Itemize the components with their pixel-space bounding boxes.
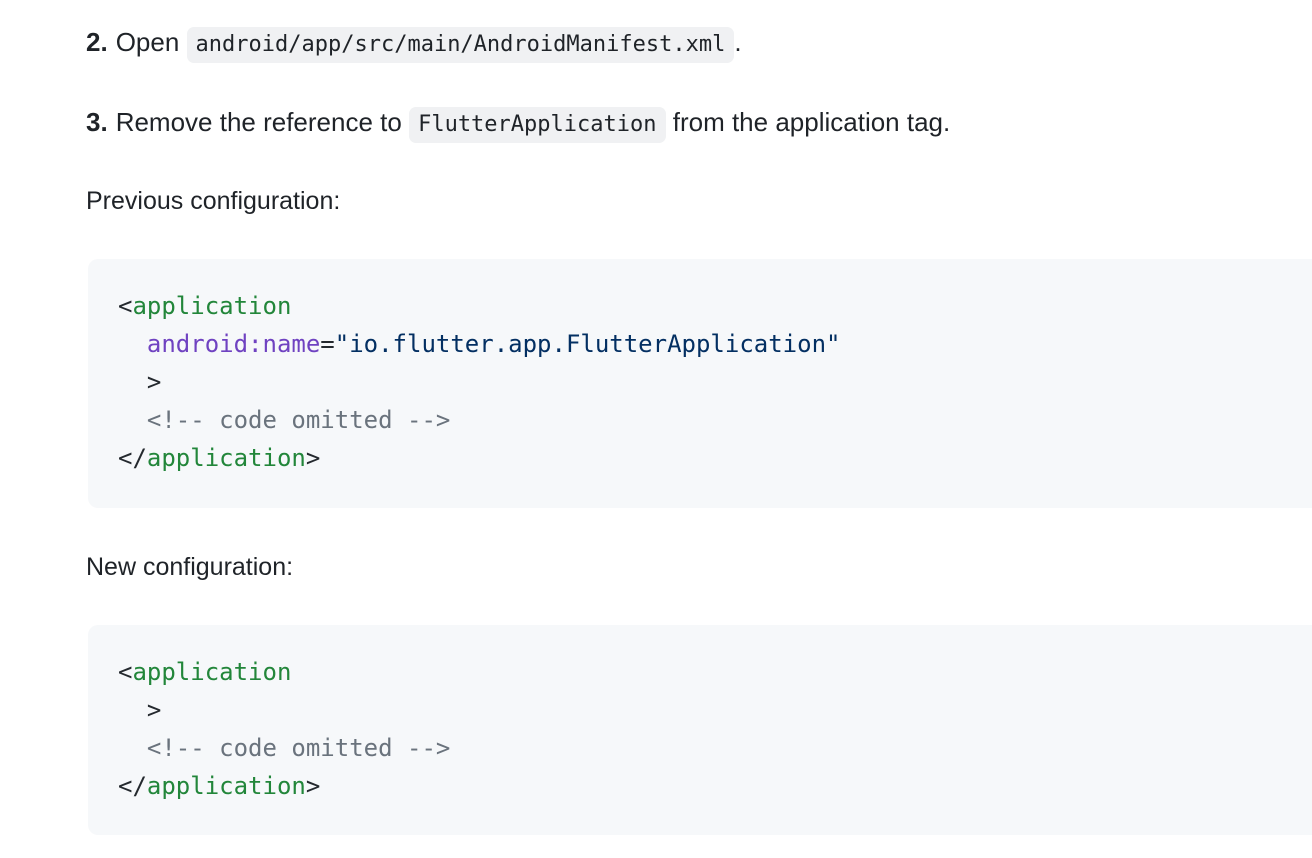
code-token-punct: </ xyxy=(118,772,147,800)
code-content-previous: <application android:name="io.flutter.ap… xyxy=(88,287,1312,477)
list-item-text-after: from the application tag. xyxy=(672,107,951,137)
list-item-number: 2. xyxy=(86,27,108,57)
code-token-punct: > xyxy=(305,444,321,472)
code-token-punct: </ xyxy=(118,444,147,472)
code-token-punct: > xyxy=(146,696,162,724)
code-token-punct: > xyxy=(146,368,162,396)
inline-code-manifest-path: android/app/src/main/AndroidManifest.xml xyxy=(186,27,735,63)
code-block-new-configuration: <application > <!-- code omitted --> </a… xyxy=(88,625,1312,835)
code-token-punct xyxy=(118,734,147,762)
code-token-punct: < xyxy=(118,292,133,320)
list-item-text-after: . xyxy=(734,27,742,57)
code-token-attr: android:name xyxy=(146,330,321,358)
code-token-punct xyxy=(118,368,147,396)
code-token-tag: application xyxy=(146,444,306,472)
code-token-punct: > xyxy=(305,772,321,800)
code-token-tag: application xyxy=(146,772,306,800)
code-block-previous-configuration: <application android:name="io.flutter.ap… xyxy=(88,259,1312,508)
code-token-punct xyxy=(118,696,147,724)
code-token-eq: = xyxy=(320,330,335,358)
code-token-comment: <!-- code omitted --> xyxy=(146,734,451,762)
list-item-text-before: Remove the reference to xyxy=(115,107,402,137)
code-token-tag: application xyxy=(132,292,292,320)
code-token-string: "io.flutter.app.FlutterApplication" xyxy=(334,330,841,358)
list-item-number: 3. xyxy=(86,107,108,137)
list-item-text-before: Open xyxy=(115,27,180,57)
caption-new-configuration: New configuration: xyxy=(86,553,294,581)
code-token-tag: application xyxy=(132,658,292,686)
code-token-punct: < xyxy=(118,658,133,686)
code-token-comment: <!-- code omitted --> xyxy=(146,406,451,434)
code-token-punct xyxy=(118,330,147,358)
code-token-punct xyxy=(118,406,147,434)
list-item-step-3: 3.Remove the reference to FlutterApplica… xyxy=(86,106,951,143)
list-item-step-2: 2.Open android/app/src/main/AndroidManif… xyxy=(86,26,742,63)
code-content-new: <application > <!-- code omitted --> </a… xyxy=(88,653,1312,805)
inline-code-flutterapplication: FlutterApplication xyxy=(409,107,666,143)
caption-previous-configuration: Previous configuration: xyxy=(86,187,341,215)
